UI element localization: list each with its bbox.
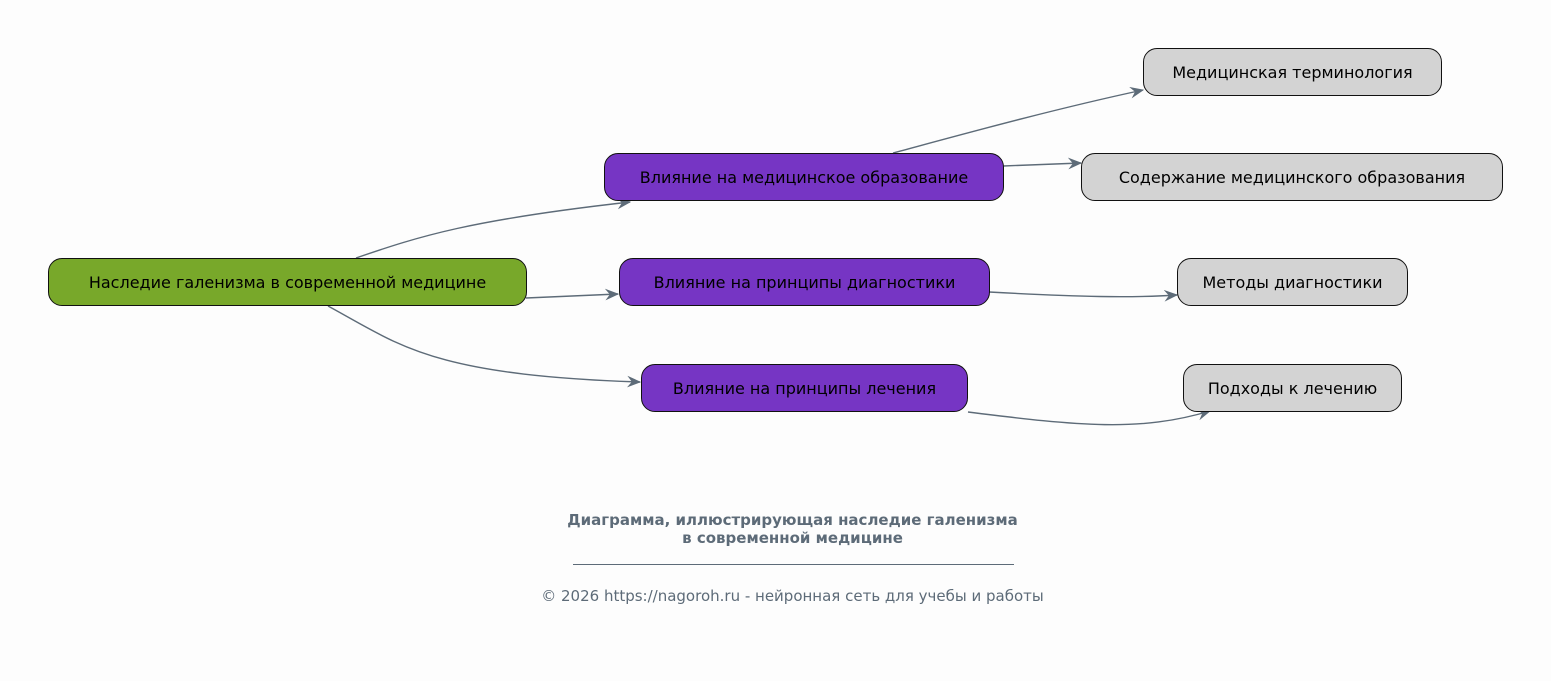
node-diagnostic-methods: Методы диагностики — [1177, 258, 1408, 306]
caption-line-2: в современной медицине — [682, 529, 903, 547]
node-label: Влияние на принципы диагностики — [653, 272, 956, 292]
node-treatment-approaches: Подходы к лечению — [1183, 364, 1402, 412]
node-root: Наследие галенизма в современной медицин… — [48, 258, 527, 306]
node-label: Влияние на принципы лечения — [672, 378, 937, 398]
edge-root-education — [355, 197, 632, 259]
node-terminology: Медицинская терминология — [1143, 48, 1442, 96]
edge-education-content — [1002, 157, 1083, 170]
edge-diagnostics-methods — [988, 289, 1179, 302]
edge-treatment-approaches — [967, 409, 1212, 426]
node-education-content: Содержание медицинского образования — [1081, 153, 1503, 201]
edge-education-terminology — [892, 86, 1145, 154]
node-label: Содержание медицинского образования — [1118, 167, 1466, 187]
node-education: Влияние на медицинское образование — [604, 153, 1004, 201]
caption-line-1: Диаграмма, иллюстрирующая наследие гален… — [567, 511, 1018, 529]
diagram-caption: Диаграмма, иллюстрирующая наследие гален… — [0, 511, 1551, 547]
node-label: Влияние на медицинское образование — [639, 167, 969, 187]
edge-root-diagnostics — [525, 288, 620, 301]
caption-divider — [573, 564, 1014, 565]
node-label: Методы диагностики — [1202, 272, 1383, 292]
node-diagnostics: Влияние на принципы диагностики — [619, 258, 990, 306]
edge-root-treatment — [327, 305, 642, 388]
node-label: Наследие галенизма в современной медицин… — [88, 272, 487, 292]
node-label: Подходы к лечению — [1207, 378, 1378, 398]
node-treatment: Влияние на принципы лечения — [641, 364, 968, 412]
copyright-text: © 2026 https://nagoroh.ru - нейронная се… — [541, 587, 1044, 605]
node-label: Медицинская терминология — [1172, 62, 1413, 82]
